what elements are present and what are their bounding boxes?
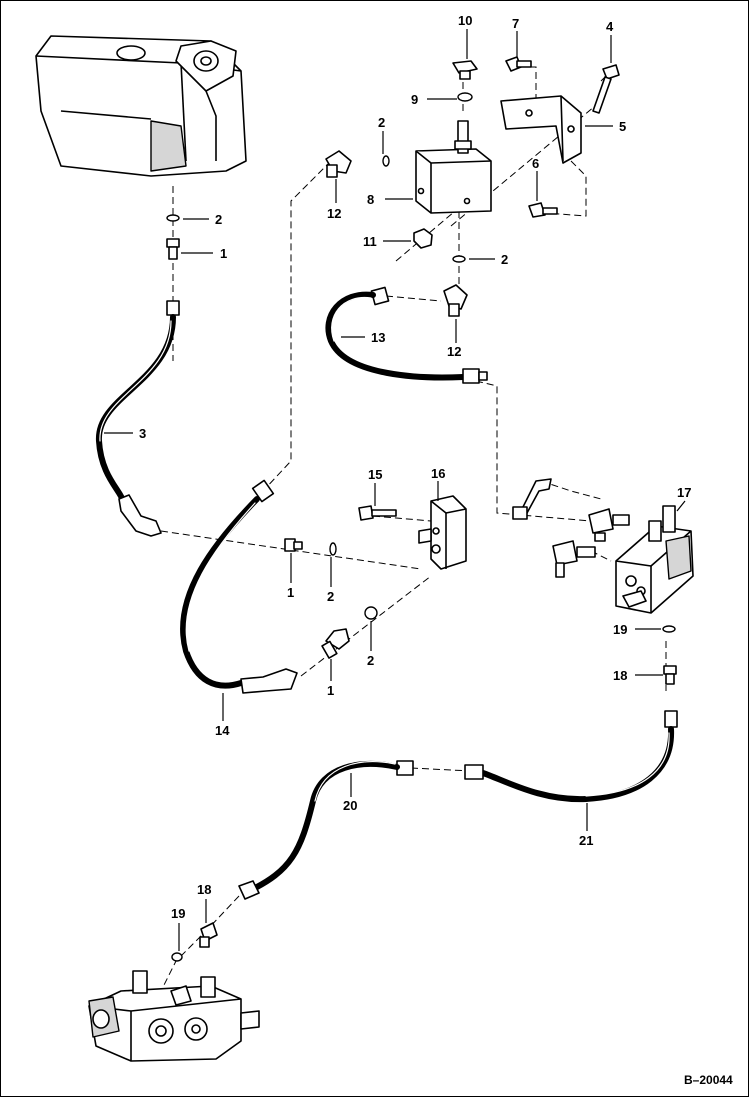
callout-1-lower: 1 — [327, 683, 334, 698]
nut-11 — [413, 228, 433, 249]
hose-14 — [180, 479, 298, 694]
drawing-number: B–20044 — [684, 1073, 733, 1087]
callout-5: 5 — [619, 119, 626, 134]
valve-block-8 — [415, 120, 492, 214]
steel-tube-upper — [512, 478, 552, 520]
callout-6: 6 — [532, 156, 539, 171]
callout-18-upper: 18 — [613, 668, 627, 683]
elbow-fitting-12-top — [325, 150, 352, 178]
bolt-6 — [528, 202, 558, 218]
fitting-1-lower — [321, 628, 350, 659]
callout-2-valve: 2 — [378, 115, 385, 130]
callout-11: 11 — [363, 234, 377, 249]
callout-2-valve-bottom: 2 — [501, 252, 508, 267]
hose-13 — [325, 286, 488, 384]
o-ring-19-upper — [662, 625, 676, 633]
bolt-7 — [505, 56, 532, 72]
callout-20: 20 — [343, 798, 357, 813]
fitting-1-tank — [166, 238, 180, 260]
bolt-4 — [592, 64, 620, 114]
callout-19-lower: 19 — [171, 906, 185, 921]
callout-17: 17 — [677, 485, 691, 500]
callout-1: 1 — [220, 246, 227, 261]
connection-lines — [160, 66, 667, 992]
hydraulic-pump — [88, 970, 260, 1062]
callout-2-lower: 2 — [367, 653, 374, 668]
bracket-5 — [500, 95, 582, 164]
o-ring-2-middle — [329, 542, 337, 556]
callout-19-upper: 19 — [613, 622, 627, 637]
hose-21 — [464, 710, 678, 803]
callout-18-lower: 18 — [197, 882, 211, 897]
callout-4: 4 — [606, 19, 614, 34]
callout-3: 3 — [139, 426, 146, 441]
tee-fitting-upper — [588, 508, 630, 542]
callout-13: 13 — [371, 330, 385, 345]
callout-12-lower: 12 — [447, 344, 461, 359]
callout-2-middle: 2 — [327, 589, 334, 604]
o-ring-9 — [457, 92, 473, 102]
cap-10 — [452, 60, 478, 80]
o-ring-2-valve-left — [382, 155, 390, 167]
elbow-fitting-12-lower — [443, 284, 468, 317]
hose-20 — [238, 760, 414, 900]
block-16 — [418, 495, 467, 570]
callout-12-top: 12 — [327, 206, 341, 221]
callout-14: 14 — [215, 723, 230, 738]
tee-fitting-lower — [552, 540, 596, 578]
callout-8: 8 — [367, 192, 374, 207]
leader-lines — [104, 29, 686, 951]
o-ring-2-lower — [364, 606, 378, 620]
callout-16: 16 — [431, 466, 445, 481]
fitting-18-lower — [199, 922, 218, 948]
callout-15: 15 — [368, 467, 382, 482]
fitting-18-upper — [663, 665, 677, 685]
hydraulic-reservoir-tank — [35, 35, 247, 177]
hose-3 — [95, 300, 180, 537]
fitting-1-middle — [284, 538, 303, 552]
o-ring-2-tank — [166, 214, 180, 222]
callout-9: 9 — [411, 92, 418, 107]
bolt-15 — [358, 505, 397, 521]
callout-10: 10 — [458, 13, 472, 28]
callout-7: 7 — [512, 16, 519, 31]
callout-labels: 2 1 3 4 5 6 7 8 9 10 11 2 12 2 13 12 15 … — [139, 13, 691, 921]
callout-2: 2 — [215, 212, 222, 227]
control-valve-17 — [615, 505, 694, 614]
callout-1-middle: 1 — [287, 585, 294, 600]
o-ring-19-lower — [171, 952, 183, 962]
o-ring-2-valve-bottom — [452, 255, 466, 263]
callout-21: 21 — [579, 833, 593, 848]
